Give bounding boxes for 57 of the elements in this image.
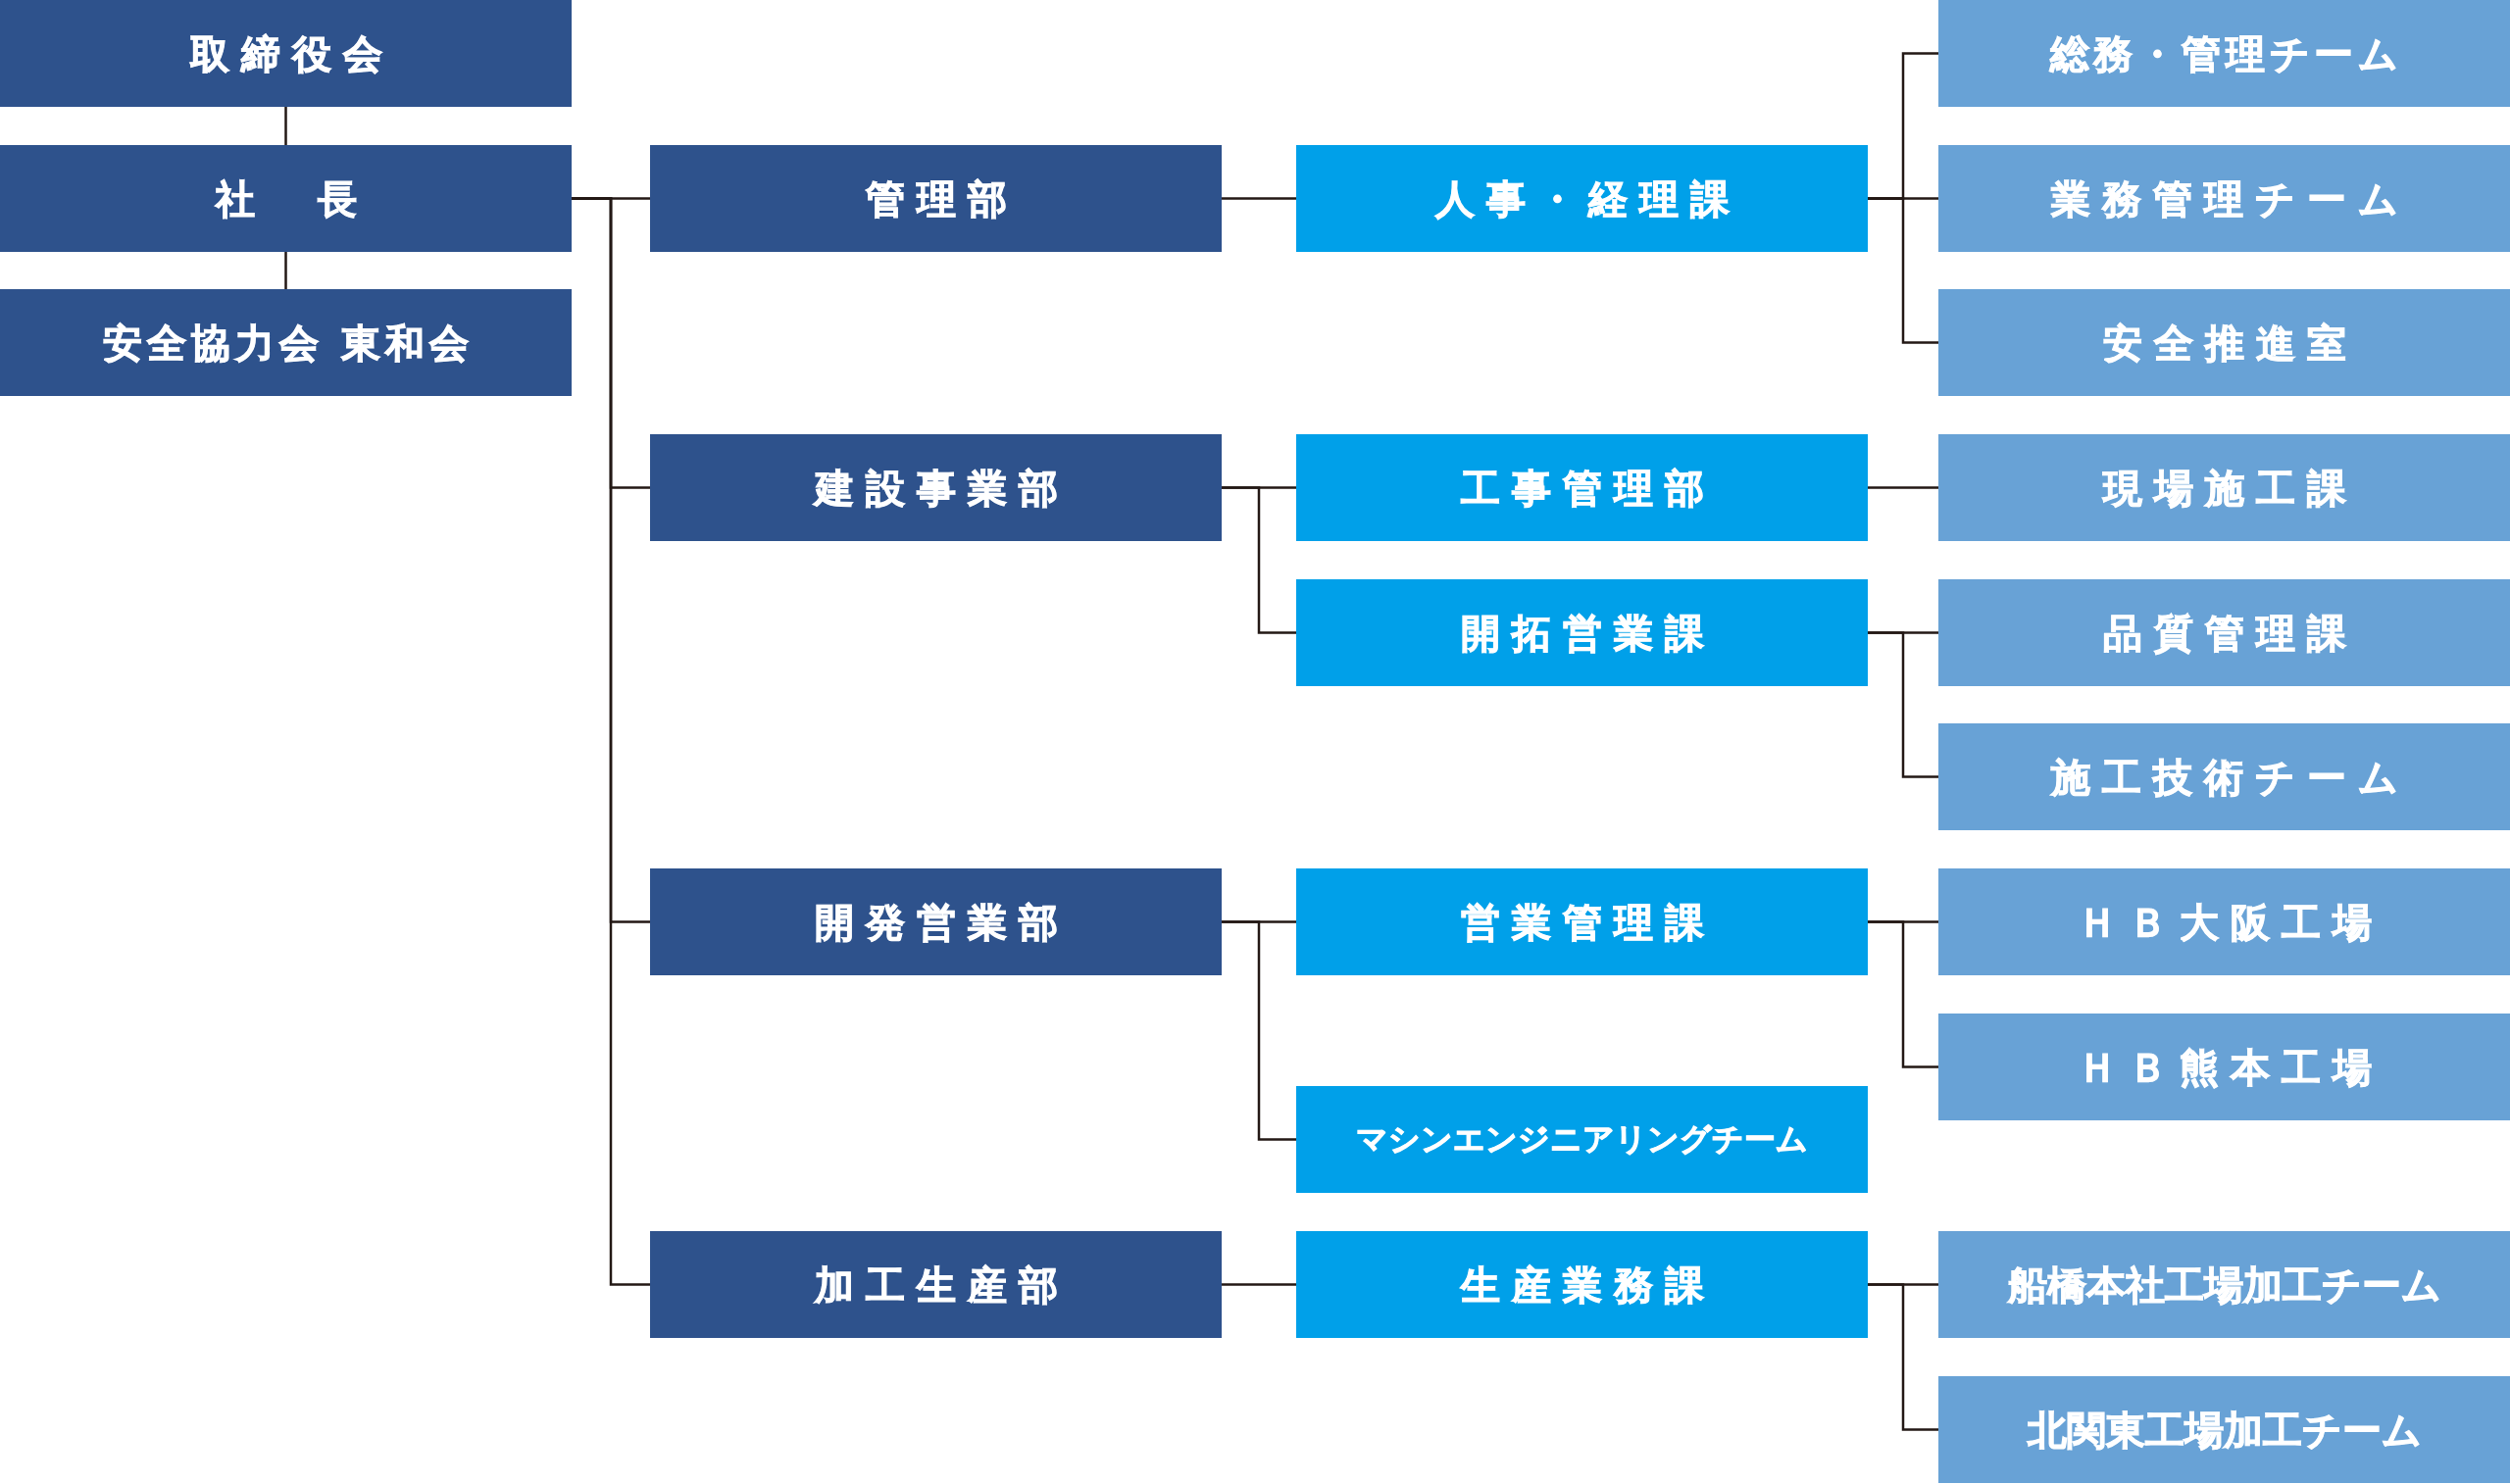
department-name: 総務・管理チーム: [2048, 29, 2404, 77]
department-name: 生産業務課: [1459, 1261, 1716, 1309]
department-box: [1938, 0, 2510, 107]
connector-line: [1222, 1283, 1296, 1286]
department-box: [1938, 289, 2510, 396]
department-box: [1296, 1086, 1868, 1193]
department-box: [1938, 1231, 2510, 1338]
connector-line: [284, 252, 287, 289]
department-name: 加工生産部: [813, 1261, 1070, 1309]
department-box: [0, 145, 572, 252]
department-box: [1938, 434, 2510, 541]
department-box: [0, 0, 572, 107]
connector-line: [1868, 486, 1938, 489]
department-box: [1938, 1014, 2510, 1120]
department-box: [1296, 434, 1868, 541]
department-box: [650, 1231, 1222, 1338]
department-box: [0, 289, 572, 396]
department-name: 施工技術チーム: [2049, 753, 2410, 801]
department-name: 北関東工場加工チーム: [2027, 1406, 2422, 1454]
department-name: 業務管理チーム: [2049, 174, 2410, 223]
connector-line: [1868, 920, 1938, 1068]
connector-line: [1868, 1283, 1938, 1431]
department-name: ＨＢ熊本工場: [2076, 1043, 2384, 1091]
department-name: 社 長: [214, 174, 369, 223]
connector-line: [284, 107, 287, 145]
connector-line: [1222, 197, 1296, 200]
department-box: [1938, 145, 2510, 252]
department-box: [1296, 1231, 1868, 1338]
department-box: [1938, 1376, 2510, 1483]
department-box: [1938, 579, 2510, 686]
department-box: [1938, 723, 2510, 830]
department-name: 工事管理部: [1459, 464, 1716, 512]
department-name: 営業管理課: [1459, 898, 1716, 946]
department-name: ＨＢ大阪工場: [2076, 898, 2384, 946]
connector-line: [1868, 197, 1938, 344]
department-box: [650, 145, 1222, 252]
department-name: 現場施工課: [2101, 464, 2358, 512]
department-name: マシンエンジニアリングチーム: [1356, 1120, 1808, 1159]
connector-line: [1868, 631, 1938, 778]
department-name: 安全推進室: [2101, 319, 2358, 367]
department-name: 人事・経理課: [1433, 174, 1741, 223]
department-name: 船橋本社工場加工チーム: [2007, 1261, 2441, 1309]
connector-line: [1222, 486, 1296, 634]
department-box: [1938, 868, 2510, 975]
connector-line: [1222, 920, 1296, 1141]
department-box: [650, 434, 1222, 541]
department-name: 管理部: [864, 174, 1019, 223]
department-box: [1296, 579, 1868, 686]
department-box: [1296, 868, 1868, 975]
department-box: [650, 868, 1222, 975]
department-name: 安全協力会 東和会: [102, 319, 474, 367]
department-name: 開拓営業課: [1459, 609, 1716, 657]
department-name: 建設事業部: [812, 464, 1070, 512]
department-name: 品質管理課: [2101, 609, 2358, 657]
department-name: 取締役会: [188, 29, 394, 77]
department-name: 開発営業部: [813, 898, 1070, 946]
department-box: [1296, 145, 1868, 252]
